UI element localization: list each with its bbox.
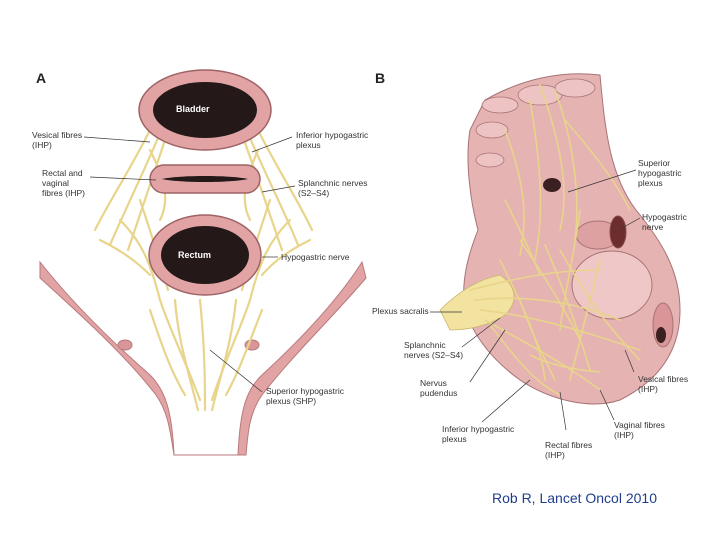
citation-text: Rob R, Lancet Oncol 2010 (492, 490, 657, 506)
rectum-label: Rectum (178, 250, 212, 260)
panel-b-letter: B (375, 70, 386, 86)
b-hypogastric-nerve-label: Hypogastric nerve (642, 212, 687, 232)
sacrum-shape (463, 73, 681, 405)
panel-a-letter: A (36, 70, 47, 86)
b-inferior-hypogastric-label: Inferior hypogastric plexus (442, 424, 515, 444)
a-inferior-hypogastric-label: Inferior hypogastric plexus (296, 130, 369, 150)
a-superior-hypogastric-label: Superior hypogastric plexus (SHP) (266, 386, 344, 406)
plexus-sacralis-fan (439, 274, 515, 331)
b-vesical-fibres-label: Vesical fibres (IHP) (638, 374, 689, 394)
a-splanchnic-label: Splanchnic nerves (S2–S4) (298, 178, 368, 198)
b-splanchnic-label: Splanchnic nerves (S2–S4) (404, 340, 464, 360)
panel-b-drawing (430, 73, 681, 431)
panel-b-nerve-network (469, 84, 641, 396)
rectum-lumen (161, 226, 249, 284)
bladder-lumen (153, 82, 257, 138)
b-vaginal-fibres-label: Vaginal fibres (IHP) (614, 420, 665, 440)
a-rectal-vaginal-label: Rectal and vaginal fibres (IHP) (42, 168, 85, 198)
bladder-label: Bladder (176, 104, 210, 114)
b-superior-hypogastric-label: Superior hypogastric plexus (638, 158, 682, 188)
panel-a-drawing (39, 69, 367, 456)
b-nervus-pudendus-label: Nervus pudendus (420, 378, 458, 398)
a-vesical-fibres-label: Vesical fibres (IHP) (32, 130, 83, 150)
pelvic-wall-shape (39, 260, 367, 456)
b-plexus-sacralis-label: Plexus sacralis (372, 306, 429, 316)
a-hypogastric-nerve-label: Hypogastric nerve (281, 252, 350, 262)
b-rectal-fibres-label: Rectal fibres (IHP) (545, 440, 593, 460)
